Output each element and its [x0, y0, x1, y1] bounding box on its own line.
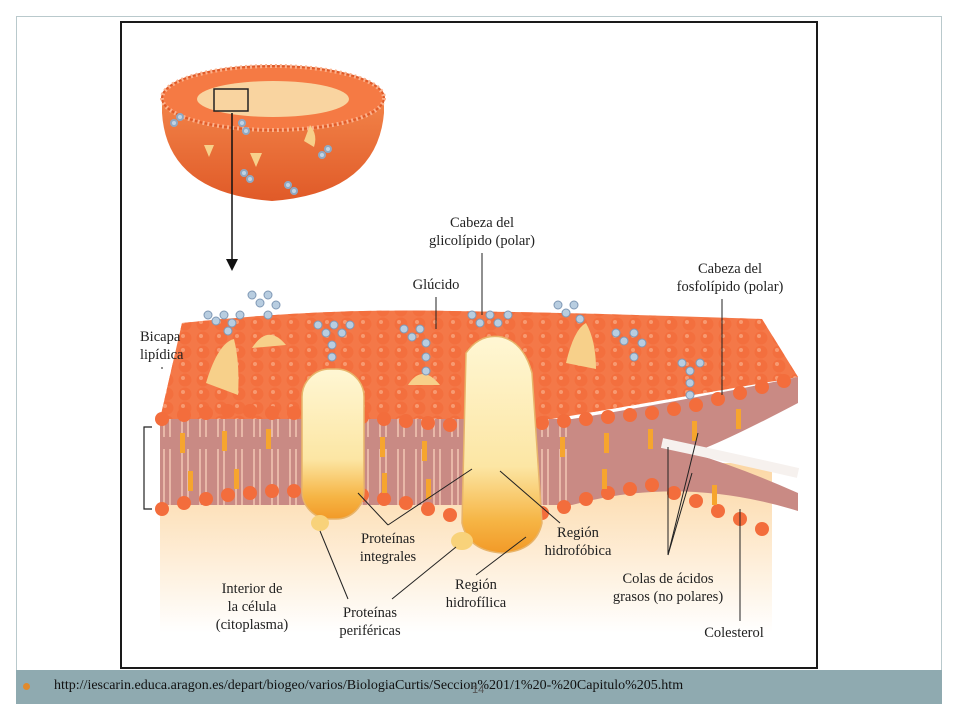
svg-text:Interior de: Interior de: [222, 581, 283, 597]
svg-text:Región: Región: [557, 525, 600, 541]
svg-text:grasos (no polares): grasos (no polares): [613, 589, 724, 605]
page-number: 14: [472, 684, 485, 696]
label-cholesterol: Colesterol: [704, 625, 764, 641]
head-row-top: [155, 374, 791, 432]
svg-text:Proteínas: Proteínas: [361, 531, 415, 547]
svg-text:fosfolípido (polar): fosfolípido (polar): [677, 279, 784, 295]
peripheral-protein-left: [311, 515, 329, 531]
glycan-chains: [203, 290, 705, 400]
label-peripheral-proteins: Proteínas periféricas: [339, 605, 401, 639]
svg-text:hidrofóbica: hidrofóbica: [545, 543, 612, 559]
cell-overview: [160, 64, 386, 201]
label-hydrophilic-region: Región hidrofílica: [446, 577, 507, 611]
svg-text:integrales: integrales: [360, 549, 417, 565]
label-glucid: Glúcido: [413, 277, 460, 293]
svg-text:lipídica: lipídica: [140, 347, 184, 363]
label-phospholipid-head: Cabeza del fosfolípido (polar): [677, 261, 784, 295]
svg-text:Glúcido: Glúcido: [413, 277, 460, 293]
svg-text:Cabeza del: Cabeza del: [698, 261, 762, 277]
svg-text:Colas de ácidos: Colas de ácidos: [622, 571, 713, 587]
svg-text:la célula: la célula: [228, 599, 277, 615]
footer-bar: [16, 670, 942, 704]
bullet-icon: [23, 683, 30, 690]
surface-protein: [206, 339, 239, 395]
label-bilayer: Bicapa lipídica: [140, 329, 184, 363]
svg-text:Proteínas: Proteínas: [343, 605, 397, 621]
label-fatty-acid-tails: Colas de ácidos grasos (no polares): [613, 571, 724, 605]
label-cell-interior: Interior de la célula (citoplasma): [216, 581, 289, 633]
cholesterol-molecules: [180, 409, 741, 505]
svg-text:Bicapa: Bicapa: [140, 329, 181, 345]
membrane-diagram: Cabeza del glicolípido (polar) Glúcido C…: [120, 21, 818, 669]
source-link[interactable]: http://iescarin.educa.aragon.es/depart/b…: [54, 678, 684, 693]
integral-protein-left: [301, 368, 365, 520]
peripheral-protein-right: [451, 532, 473, 550]
svg-text:periféricas: periféricas: [339, 623, 401, 639]
label-hydrophobic-region: Región hidrofóbica: [545, 525, 612, 559]
svg-text:glicolípido (polar): glicolípido (polar): [429, 233, 535, 249]
bilayer-bracket: [143, 426, 152, 510]
label-integral-proteins: Proteínas integrales: [360, 531, 417, 565]
integral-protein-right: [461, 335, 543, 554]
svg-text:Cabeza del: Cabeza del: [450, 215, 514, 231]
label-glycolipid-head: Cabeza del glicolípido (polar): [429, 215, 535, 249]
svg-text:Colesterol: Colesterol: [704, 625, 764, 641]
svg-text:(citoplasma): (citoplasma): [216, 617, 289, 633]
svg-text:Región: Región: [455, 577, 498, 593]
svg-text:hidrofílica: hidrofílica: [446, 595, 507, 611]
